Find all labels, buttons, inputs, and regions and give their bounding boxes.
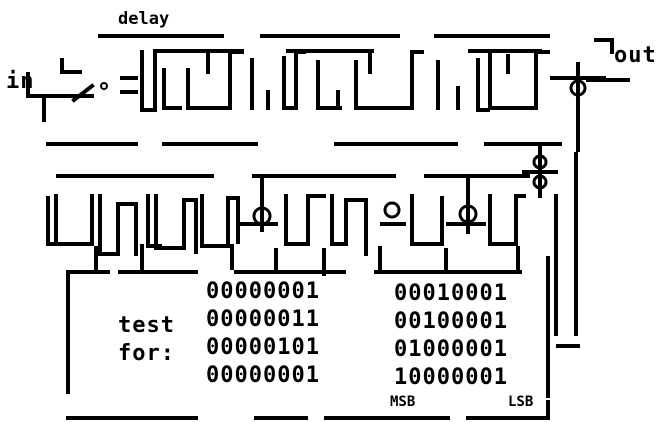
delay-label: delay — [118, 9, 169, 29]
input-label: in — [6, 69, 35, 94]
top-row-delay-cells — [142, 52, 548, 110]
test-label-line1: test — [118, 313, 175, 338]
crossover-junction — [524, 148, 556, 196]
output-label: out — [614, 43, 657, 68]
middle-separators — [48, 144, 560, 176]
pattern-right: 00100001 — [394, 309, 508, 334]
pattern-right: 10000001 — [394, 365, 508, 390]
pattern-left: 00000001 — [206, 279, 320, 304]
lsb-label: LSB — [508, 394, 533, 410]
pattern-left: 00000011 — [206, 307, 320, 332]
feedback-bus — [548, 154, 578, 396]
pattern-list-right: 00010001 00100001 01000001 10000001 — [394, 281, 508, 390]
pattern-list-left: 00000001 00000011 00000101 00000001 — [206, 279, 320, 388]
pattern-right: 00010001 — [394, 281, 508, 306]
input-switch — [28, 60, 136, 120]
pattern-right: 01000001 — [394, 337, 508, 362]
msb-label: MSB — [390, 394, 415, 410]
pattern-left: 00000001 — [206, 363, 320, 388]
pattern-left: 00000101 — [206, 335, 320, 360]
lower-row-delay-cells — [48, 178, 524, 274]
top-bus-lines — [100, 36, 548, 51]
test-label-line2: for: — [118, 341, 175, 366]
